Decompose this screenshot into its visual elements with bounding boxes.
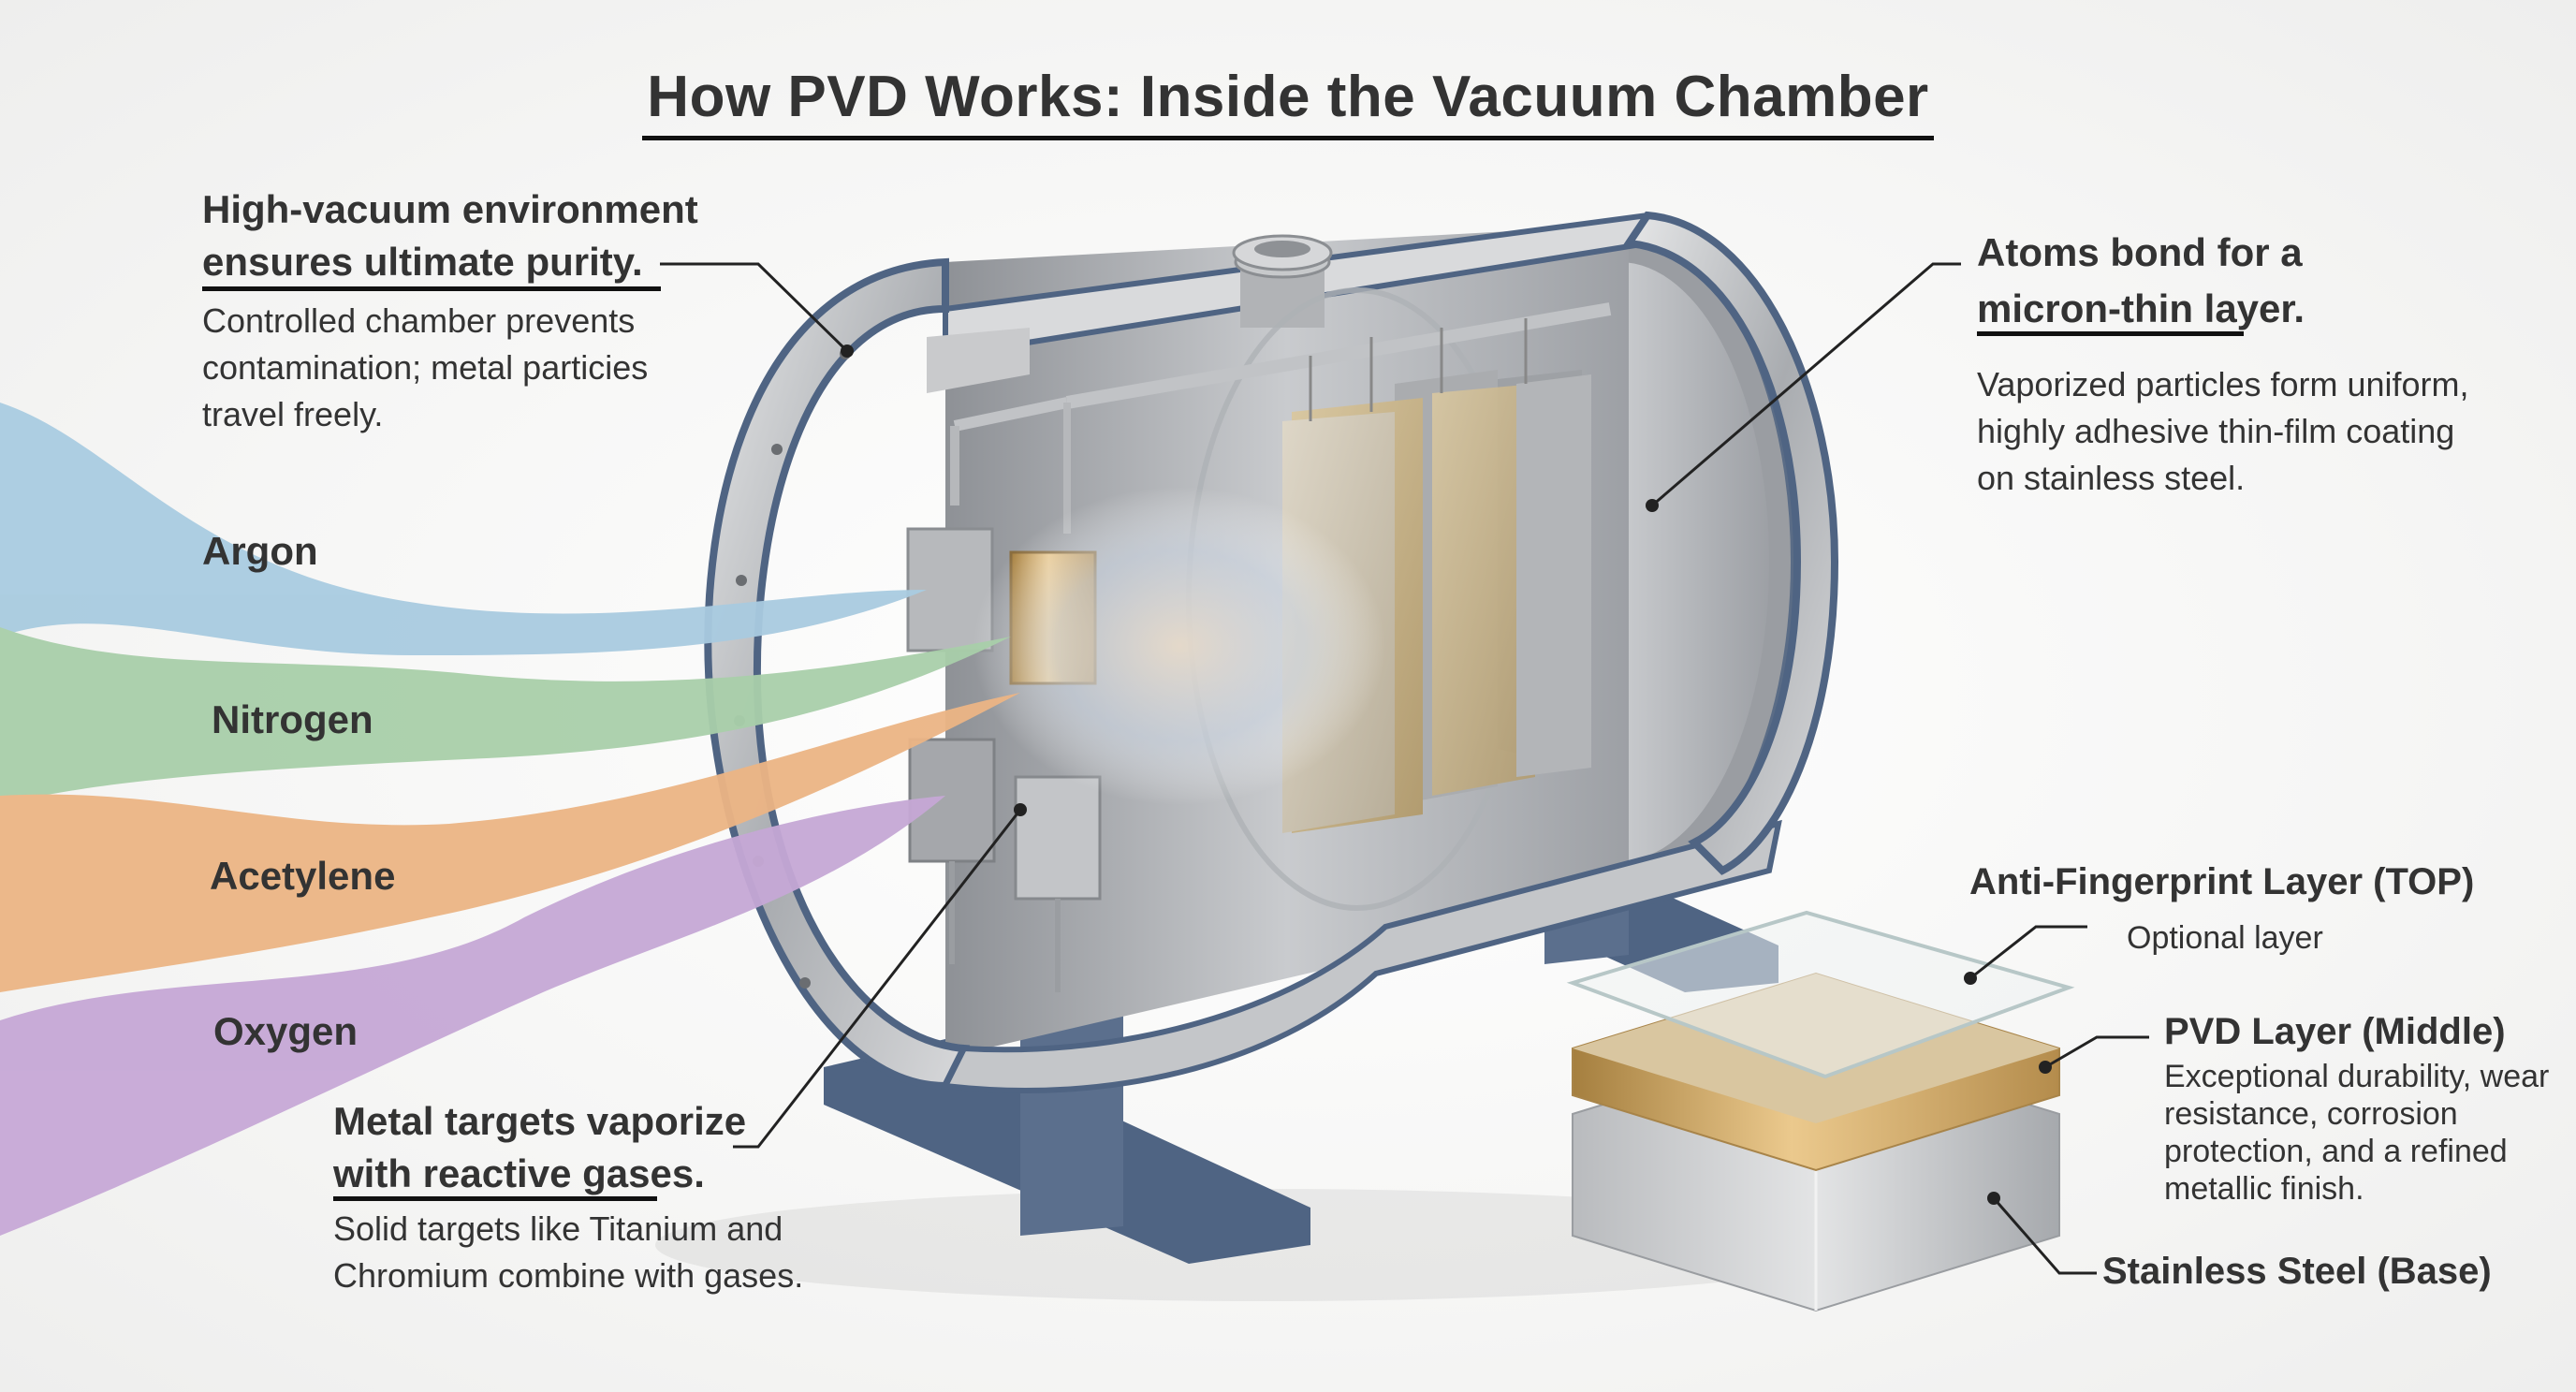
gas-label-nitrogen: Nitrogen xyxy=(212,697,373,741)
vacuum-port xyxy=(1232,234,1333,328)
callout-atoms: Atoms bond for a micron-thin layer. Vapo… xyxy=(1977,225,2469,502)
callout-atoms-body-2: highly adhesive thin-film coating xyxy=(1977,412,2455,450)
gas-stream-nitrogen xyxy=(0,627,1011,805)
gas-label-argon: Argon xyxy=(202,529,318,573)
leader-lines xyxy=(660,262,2149,1275)
layer-top-title: Anti-Fingerprint Layer (TOP) xyxy=(1969,861,2475,902)
callout-vacuum-body-2: contamination; metal particies xyxy=(202,348,649,387)
page-title: How PVD Works: Inside the Vacuum Chamber xyxy=(647,65,1929,129)
vapor-cloud xyxy=(973,487,1385,805)
anti-fingerprint-glass-layer xyxy=(1566,910,2075,1079)
layer-top-desc: Optional layer xyxy=(2127,920,2323,956)
layer-base-title: Stainless Steel (Base) xyxy=(2102,1251,2492,1292)
callout-targets-body-2: Chromium combine with gases. xyxy=(333,1256,804,1295)
callout-vacuum-body-1: Controlled chamber prevents xyxy=(202,301,636,340)
callout-vacuum-body-3: travel freely. xyxy=(202,395,384,433)
gas-stream-oxygen xyxy=(0,796,945,1236)
callout-atoms-body-1: Vaporized particles form uniform, xyxy=(1977,365,2469,403)
layer-middle-desc-4: metallic finish. xyxy=(2164,1171,2364,1207)
gas-label-oxygen: Oxygen xyxy=(213,1009,359,1053)
callout-targets-heading-2: with reactive gases. xyxy=(333,1151,705,1195)
callout-atoms-body-3: on stainless steel. xyxy=(1977,459,2246,497)
callout-targets-heading-1: Metal targets vaporize xyxy=(333,1099,747,1143)
callout-atoms-underline xyxy=(1977,331,2244,336)
callout-vacuum-heading-2: ensures ultimate purity. xyxy=(202,240,643,284)
layer-middle-desc-3: protection, and a refined xyxy=(2164,1134,2508,1169)
layer-middle-desc: Exceptional durability, wear resistance,… xyxy=(2164,1058,2549,1208)
layer-middle-desc-2: resistance, corrosion xyxy=(2164,1096,2458,1132)
coating-layers-diagram xyxy=(1566,910,2075,1312)
substrate-plates xyxy=(1282,318,1591,833)
callout-atoms-heading-2: micron-thin layer. xyxy=(1977,286,2305,330)
layer-middle-title: PVD Layer (Middle) xyxy=(2164,1011,2506,1052)
callout-atoms-heading-1: Atoms bond for a xyxy=(1977,230,2303,274)
callout-vacuum-heading-1: High-vacuum environment xyxy=(202,187,698,231)
callout-targets-body-1: Solid targets like Titanium and xyxy=(333,1209,783,1248)
layer-middle-desc-1: Exceptional durability, wear xyxy=(2164,1059,2550,1094)
callout-targets: Metal targets vaporize with reactive gas… xyxy=(333,1095,803,1299)
gas-stream-acetylene xyxy=(0,693,1020,992)
gas-streams xyxy=(0,403,1020,1236)
callout-vacuum: High-vacuum environment ensures ultimate… xyxy=(202,183,698,438)
hanger-rail xyxy=(1065,302,1612,409)
callout-vacuum-underline xyxy=(202,286,661,291)
gas-label-acetylene: Acetylene xyxy=(210,854,396,898)
gas-stream-argon xyxy=(0,403,927,655)
callout-targets-underline xyxy=(333,1196,657,1201)
leader-dots xyxy=(841,344,2052,1205)
title-underline xyxy=(642,136,1934,140)
